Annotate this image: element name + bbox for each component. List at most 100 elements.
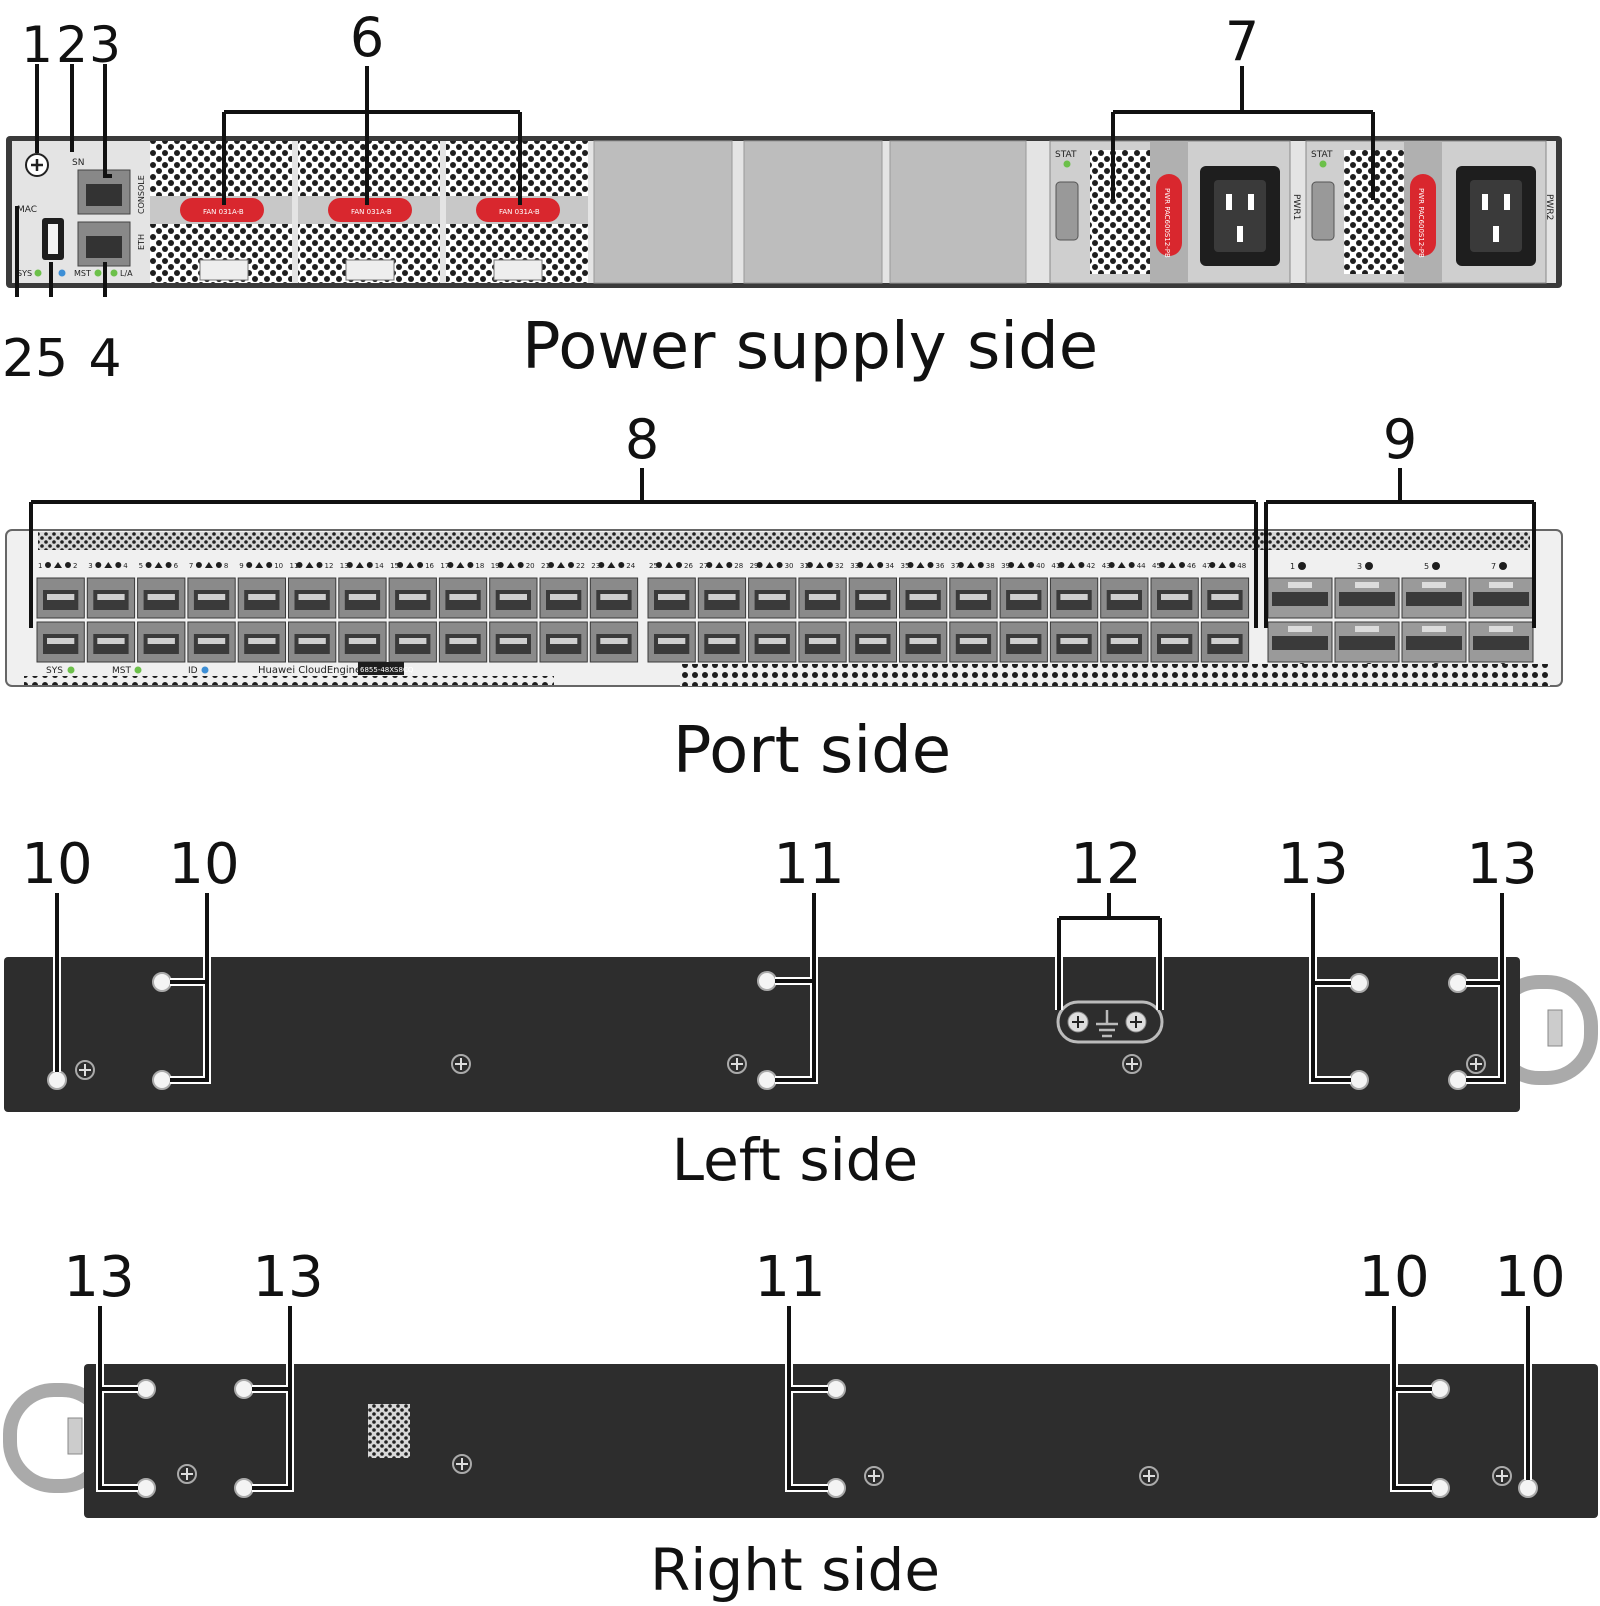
sfp-port-number: 41 xyxy=(1051,562,1060,570)
psu-vent xyxy=(1090,150,1150,274)
sfp-port xyxy=(338,577,387,619)
psu-label-badge xyxy=(1410,174,1436,256)
sfp-direction-icon xyxy=(1067,562,1076,568)
id-led xyxy=(58,269,66,277)
fan-label-badge xyxy=(328,198,412,222)
sfp-port xyxy=(899,621,948,663)
sfp-link-led xyxy=(656,562,662,568)
sfp-port xyxy=(848,621,898,663)
fan-handle xyxy=(199,259,249,281)
qsfp-port-number: 1 xyxy=(1290,562,1295,571)
qsfp-port-number: 5 xyxy=(1424,562,1429,571)
sfp-port-number: 18 xyxy=(475,562,484,570)
left-side-view: 10 10 11 12 13 13 Left side xyxy=(4,832,1598,1194)
sfp-link-led xyxy=(1128,562,1135,568)
qsfp-port xyxy=(1468,577,1534,619)
qsfp-led xyxy=(1432,562,1440,570)
callout-lines xyxy=(53,893,1506,1084)
sfp-link-led xyxy=(618,562,625,568)
qsfp-led xyxy=(1499,562,1507,570)
sfp-port xyxy=(1200,621,1250,663)
sfp-port-number: 29 xyxy=(750,562,759,570)
console-label: CONSOLE xyxy=(137,175,146,214)
sfp-port xyxy=(237,621,286,663)
sn-label: SN xyxy=(72,158,84,168)
sfp-port-number: 5 xyxy=(139,562,143,570)
sfp-port xyxy=(748,577,797,619)
sfp-direction-icon xyxy=(715,562,724,568)
callout-8: 8 xyxy=(625,408,659,471)
sfp-port-number: 11 xyxy=(290,562,299,570)
sfp-link-led xyxy=(165,562,172,568)
sfp-link-led xyxy=(145,562,152,568)
sfp-port xyxy=(647,621,696,663)
right-side-view: 13 13 11 10 10 Right side xyxy=(3,1245,1598,1604)
sfp-link-led xyxy=(1058,562,1065,568)
sfp-port xyxy=(697,621,747,663)
sfp-link-led xyxy=(907,562,914,568)
sfp-link-led xyxy=(467,562,474,568)
sfp-link-led xyxy=(1209,562,1216,568)
sfp-port xyxy=(86,577,136,619)
psu-label-badge xyxy=(1156,174,1182,256)
sfp-port-number: 4 xyxy=(123,562,128,570)
fan-model-label: FAN 031A-B xyxy=(499,208,540,216)
sfp-port-number: 38 xyxy=(986,562,995,570)
callout-11: 11 xyxy=(773,832,844,897)
sfp-port-number: 25 xyxy=(649,562,658,570)
sfp-port-number: 13 xyxy=(340,562,349,570)
front-id-led xyxy=(201,666,209,674)
sfp-port-number: 44 xyxy=(1137,562,1146,570)
left-side-panel xyxy=(4,957,1520,1112)
sfp-direction-icon xyxy=(406,562,415,568)
sfp-link-led xyxy=(1179,562,1185,568)
eth-label: ETH xyxy=(137,234,146,250)
callout-lines xyxy=(96,1306,1532,1492)
callout-lines xyxy=(29,468,1536,628)
sfp-port xyxy=(1100,577,1149,619)
sfp-direction-icon xyxy=(916,562,925,568)
sfp-port-number: 6 xyxy=(174,562,179,570)
sfp-link-led xyxy=(366,562,373,568)
sfp-link-led xyxy=(927,562,934,568)
sfp-port xyxy=(187,577,236,619)
front-sys-led xyxy=(67,666,75,674)
sfp-port xyxy=(1049,577,1099,619)
psu-latch xyxy=(1311,181,1335,241)
sfp-port-number: 17 xyxy=(440,562,449,570)
sfp-port xyxy=(1200,577,1250,619)
sfp-port xyxy=(1049,621,1099,663)
sfp-port-number: 19 xyxy=(491,562,500,570)
sfp-port xyxy=(949,621,998,663)
stat-label: STAT xyxy=(1311,150,1333,160)
pwr2-label: PWR2 xyxy=(1544,194,1554,220)
mst-led xyxy=(94,269,102,277)
sfp-link-led xyxy=(447,562,454,568)
front-mst-label: MST xyxy=(112,666,131,676)
sfp-port xyxy=(798,621,847,663)
callout-6: 6 xyxy=(350,6,384,69)
sfp-port xyxy=(288,577,337,619)
sfp-port-number: 21 xyxy=(541,562,550,570)
callout-1: 1 xyxy=(21,16,53,74)
la-led xyxy=(110,269,118,277)
qsfp-port-number: 7 xyxy=(1491,562,1496,571)
rack-ear-clip xyxy=(1547,1009,1563,1047)
qsfp-port xyxy=(1468,621,1534,663)
sfp-link-led xyxy=(826,562,833,568)
sfp-link-led xyxy=(497,562,504,568)
sfp-port xyxy=(848,577,898,619)
sfp-port xyxy=(438,577,488,619)
sfp-link-led xyxy=(568,562,574,568)
sfp-port-number: 47 xyxy=(1202,562,1211,570)
